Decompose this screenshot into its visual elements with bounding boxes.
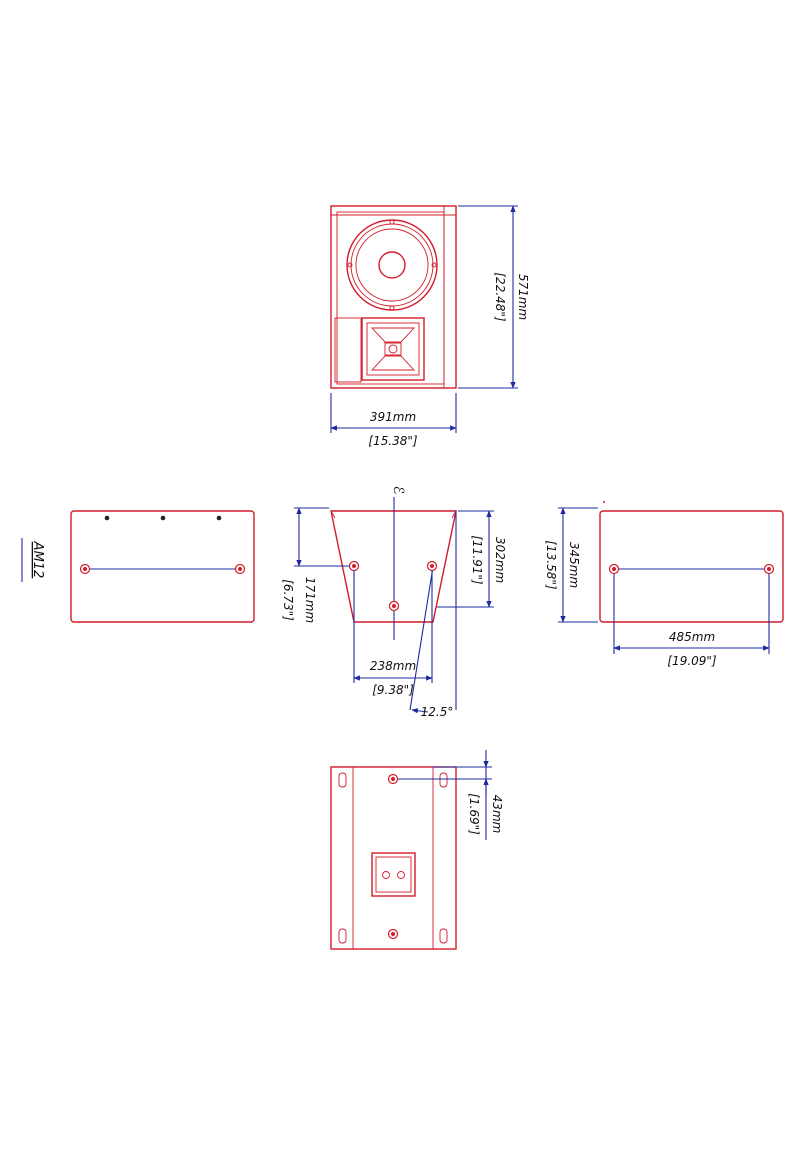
centerline-symbol: ℰ (390, 486, 406, 494)
side-view: AM12 (21, 510, 255, 623)
horn (361, 317, 425, 381)
top-cabinet-outline (330, 510, 457, 623)
rear-width-in: [9.38"] (372, 683, 414, 697)
rear-width-mm: 238mm (370, 659, 416, 673)
depth-mm: 302mm (493, 537, 507, 583)
angle-label: 12.5° (421, 705, 454, 719)
front-height-in: [22.48"] (493, 272, 507, 322)
front-height-mm: 571mm (516, 274, 530, 320)
back-view: 43mm [1.69"] (330, 750, 504, 950)
rear-side-cabinet-outline (599, 510, 784, 623)
depth-in: [11.91"] (470, 535, 484, 585)
offset-mm: 43mm (490, 795, 504, 834)
front-width-mm: 391mm (370, 410, 416, 424)
offset-in: [1.69"] (467, 793, 481, 835)
rigging-depth-mm: 171mm (303, 577, 317, 623)
side-cabinet-outline (70, 510, 255, 623)
rear-side-view: 345mm [13.58"] 485mm [19.09"] (544, 501, 784, 668)
point-spacing-mm: 485mm (669, 630, 715, 644)
top-view: ℰ 12.5° 302mm [11.91"] 171mm [6.73"] 238… (281, 486, 507, 719)
rigging-depth-in: [6.73"] (281, 579, 295, 621)
model-label: AM12 (30, 541, 45, 579)
connector-plate (371, 852, 416, 897)
front-view: 391mm [15.38"] 571mm [22.48"] (330, 205, 530, 448)
front-width-in: [15.38"] (368, 434, 418, 448)
front-cabinet-outline (330, 205, 457, 389)
rear-height-in: [13.58"] (544, 540, 558, 590)
port-panel (334, 317, 362, 383)
connector-jack (382, 871, 390, 879)
back-cabinet-outline (330, 766, 457, 950)
point-spacing-in: [19.09"] (667, 654, 717, 668)
connector-jack (397, 871, 405, 879)
woofer (346, 219, 438, 311)
rear-height-mm: 345mm (567, 542, 581, 588)
